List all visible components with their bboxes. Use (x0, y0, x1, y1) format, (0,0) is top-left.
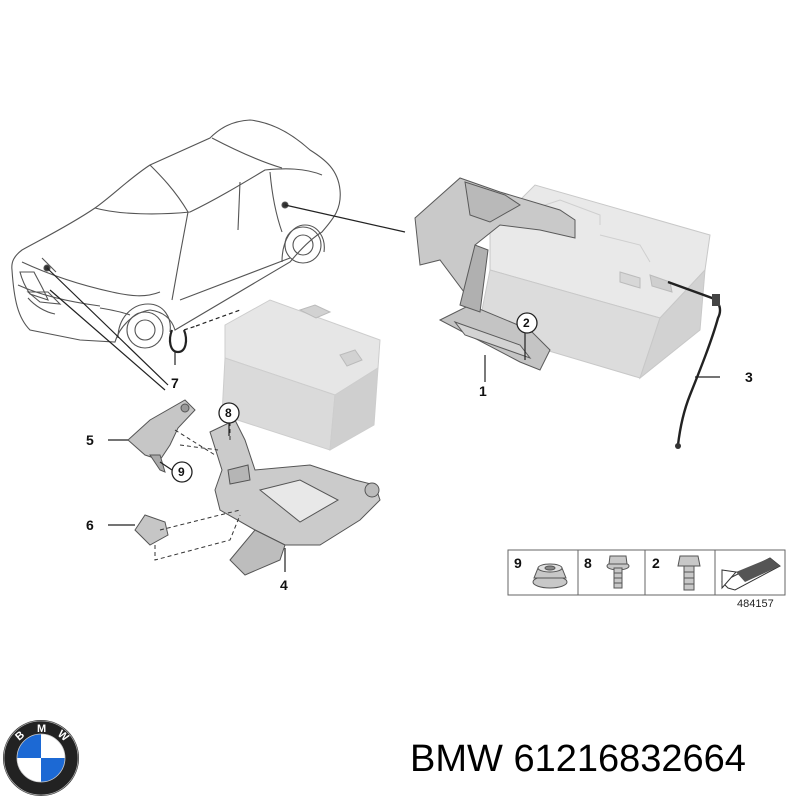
callout-9-circle (171, 461, 193, 483)
brand-name: BMW (410, 738, 503, 780)
flange-bolt-icon (606, 555, 630, 589)
legend-number-8: 8 (584, 555, 592, 571)
bracket-1 (414, 177, 576, 371)
car-leader-lines (46, 204, 406, 391)
small-battery (221, 299, 381, 451)
hex-bolt-icon (677, 555, 701, 591)
callout-3: 3 (745, 369, 753, 385)
logo-letter-m: M (37, 723, 46, 735)
part-number-label: BMW 61216832664 (410, 738, 746, 781)
callout-7: 7 (171, 375, 179, 391)
bmw-logo: B M W (3, 720, 79, 796)
callout-2: 2 (523, 316, 530, 330)
legend-number-9: 9 (514, 555, 522, 571)
parts-legend: 9 8 2 (507, 549, 786, 610)
callout-leaders (108, 333, 720, 572)
callout-1: 1 (479, 383, 487, 399)
callout-9: 9 (178, 465, 185, 479)
cable-3 (667, 280, 722, 449)
flange-nut-icon (532, 563, 568, 589)
callout-5: 5 (86, 432, 94, 448)
callout-2-circle (516, 312, 538, 334)
callout-6: 6 (86, 517, 94, 533)
part-number: 61216832664 (513, 738, 746, 780)
car-outline (11, 119, 341, 349)
diagram-number: 484157 (737, 598, 774, 610)
cable-7 (168, 309, 241, 365)
bracket-6 (134, 514, 169, 546)
battery-tray-4 (209, 419, 381, 576)
direction-arrow-icon (721, 557, 781, 591)
bracket-5 (127, 399, 196, 473)
legend-number-2: 2 (652, 555, 660, 571)
callout-4: 4 (280, 577, 288, 593)
callout-8-circle (218, 402, 240, 424)
callouts: 1 2 3 4 5 6 7 8 9 (86, 312, 753, 593)
callout-8: 8 (225, 406, 232, 420)
